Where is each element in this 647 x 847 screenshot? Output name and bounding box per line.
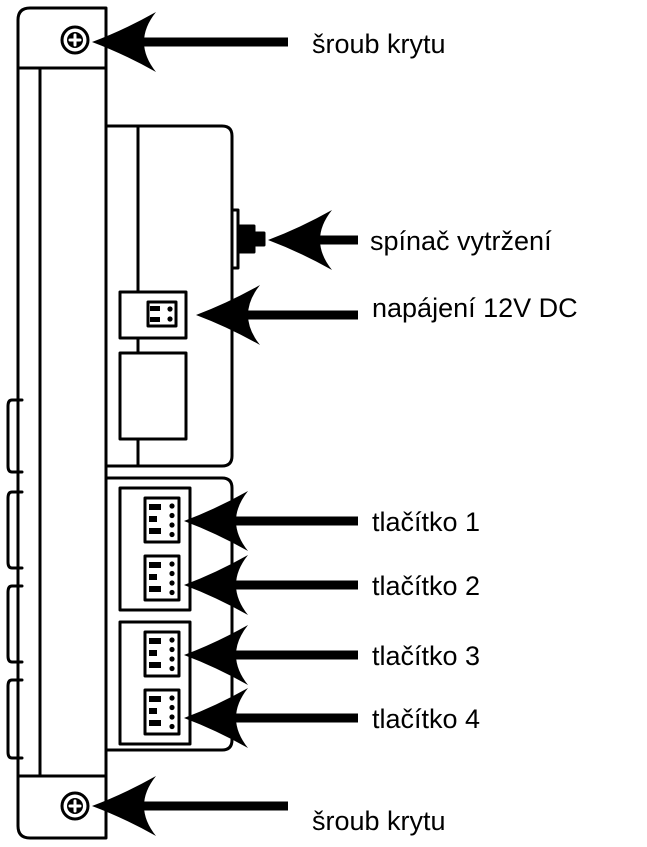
- arrow-button-4: [184, 688, 358, 748]
- upper-module-outline: [104, 124, 234, 468]
- arrow-button-3: [184, 625, 358, 685]
- arrow-screw-bottom: [92, 776, 288, 836]
- side-button-2: [6, 490, 24, 570]
- arrow-button-1: [184, 491, 358, 551]
- label-power: napájení 12V DC: [372, 293, 578, 323]
- side-buttons: [6, 398, 24, 760]
- label-screw-top: šroub krytu: [312, 29, 446, 59]
- label-tamper-switch: spínač vytržení: [370, 226, 552, 256]
- screw-bottom: [60, 791, 90, 821]
- tamper-switch-plunger: [236, 224, 256, 254]
- label-button-1: tlačítko 1: [372, 507, 481, 537]
- upper-module-block: [118, 351, 188, 441]
- label-button-2: tlačítko 2: [372, 571, 481, 601]
- side-button-4: [6, 678, 24, 760]
- arrow-tamper-switch: [268, 210, 358, 270]
- power-pin-dot-2: [167, 316, 173, 322]
- housing-outline: [16, 6, 108, 840]
- arrow-button-2: [184, 555, 358, 615]
- label-screw-bottom: šroub krytu: [312, 806, 446, 836]
- button-1-connector: [143, 496, 181, 544]
- housing: [16, 6, 108, 840]
- power-connector-pins: [150, 306, 160, 322]
- screw-top: [60, 25, 90, 55]
- power-pin-dot-1: [167, 306, 173, 312]
- arrow-screw-top: [92, 12, 288, 72]
- side-button-3: [6, 584, 24, 664]
- tamper-switch-tip: [252, 231, 266, 247]
- pointer-arrows: [92, 12, 358, 836]
- arrow-power: [196, 285, 358, 345]
- side-button-1: [6, 398, 24, 474]
- button-connectors: [143, 496, 181, 736]
- button-3-connector: [143, 630, 181, 678]
- label-button-4: tlačítko 4: [372, 704, 481, 734]
- lower-module-outline: [104, 476, 234, 752]
- label-button-3: tlačítko 3: [372, 641, 481, 671]
- power-connector-socket: [146, 300, 178, 328]
- button-4-connector: [143, 688, 181, 736]
- upper-module: [104, 124, 266, 468]
- button-2-connector: [143, 554, 181, 602]
